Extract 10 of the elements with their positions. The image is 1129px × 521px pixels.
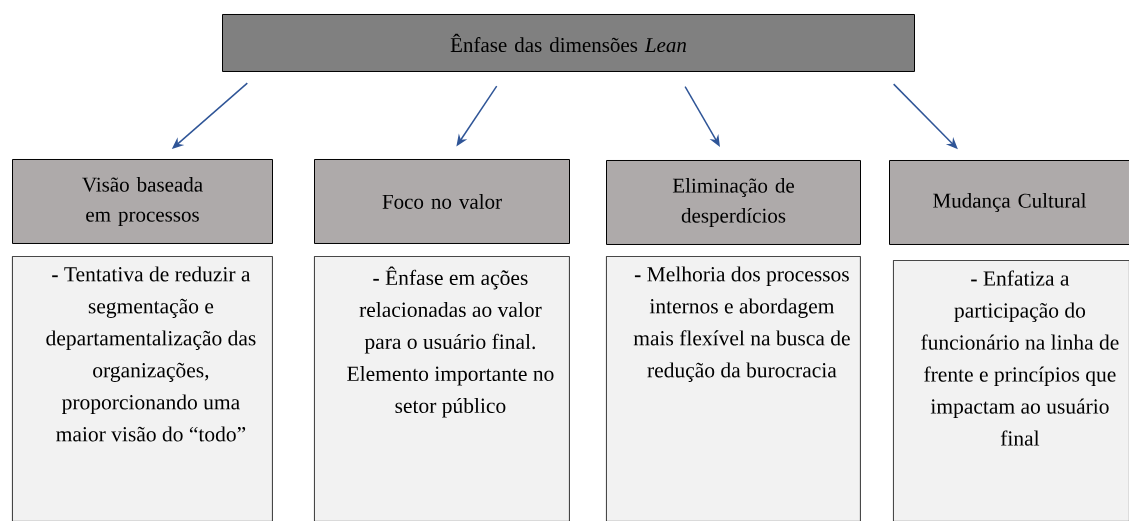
description-box: - Tentativa de reduzir a segmentação e departamentalização das organizações, proporcionando uma maior visão do “todo”	[12, 256, 273, 521]
arrow	[684, 85, 720, 147]
header-box: Eliminação de desperdícios	[606, 160, 861, 245]
title-box: Ênfase das dimensões Lean	[222, 14, 915, 72]
header-box: Foco no valor	[314, 159, 570, 244]
description-box: - Ênfase em ações relacionadas ao valor para o usuário final. Elemento importante no setor público	[314, 256, 570, 521]
description-box: - Enfatiza a participação do funcionário na linha de frente e princípios que impactam ao usuário final	[893, 260, 1129, 521]
header-box: Mudança Cultural	[889, 160, 1129, 245]
header-box: Visão baseada em processos	[12, 159, 273, 244]
description-box: - Melhoria dos processos internos e abordagem mais flexível na busca de redução da burocracia	[606, 256, 861, 521]
